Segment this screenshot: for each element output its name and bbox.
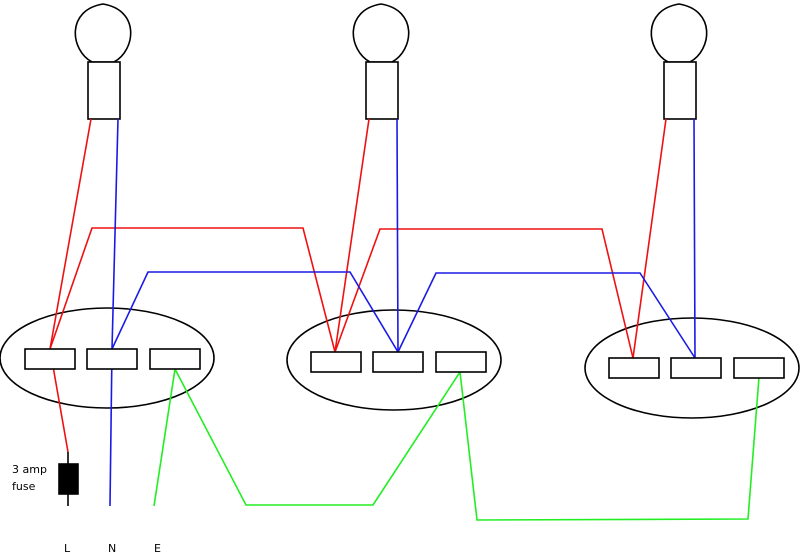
fuse-label-line2: fuse — [12, 480, 36, 493]
earth-wire-link-1-2 — [174, 368, 461, 506]
live-wire-lamp2 — [334, 118, 370, 353]
rose-3-terminal-live — [608, 357, 660, 379]
rose-1-terminal-neutral — [86, 348, 138, 370]
supply-label-live: L — [64, 542, 71, 555]
rose-3-terminal-neutral — [670, 357, 722, 379]
lamp-3 — [650, 3, 708, 120]
lamp-2-bulb — [352, 3, 410, 63]
rose-2-terminal-earth — [435, 351, 487, 373]
live-wire-lamp1 — [49, 118, 92, 350]
lamp-1-holder — [87, 61, 121, 120]
neutral-wire-supply — [109, 348, 113, 507]
neutral-wire-lamp3 — [693, 118, 696, 359]
neutral-wires — [109, 118, 696, 507]
rose-1-terminal-live — [24, 348, 76, 370]
supply-label-neutral: N — [108, 542, 116, 555]
neutral-wire-lamp1 — [111, 118, 119, 350]
live-wire-lamp3 — [632, 118, 667, 359]
earth-wire-link-2-3 — [459, 371, 760, 521]
supply-label-earth: E — [154, 542, 161, 555]
lamp-1-bulb — [74, 3, 132, 63]
live-wire-link-1-2 — [49, 227, 336, 353]
rose-1-terminal-earth — [149, 348, 201, 370]
fuse-label-line1: 3 amp — [12, 463, 47, 476]
lamp-2-holder — [365, 61, 399, 120]
earth-wire-supply — [153, 368, 176, 507]
neutral-wire-link-1-2 — [111, 271, 399, 353]
lamp-3-holder — [663, 61, 697, 120]
rose-2-terminal-live — [310, 351, 362, 373]
fuse-body — [58, 463, 79, 495]
rose-2-terminal-neutral — [372, 351, 424, 373]
earth-wires — [153, 368, 760, 521]
rose-3-terminal-earth — [733, 357, 785, 379]
lamp-1 — [74, 3, 132, 120]
neutral-wire-lamp2 — [396, 118, 399, 353]
live-wire-link-2-3 — [334, 228, 634, 359]
lamp-2 — [352, 3, 410, 120]
lamp-3-bulb — [650, 3, 708, 63]
neutral-wire-link-2-3 — [397, 272, 696, 359]
